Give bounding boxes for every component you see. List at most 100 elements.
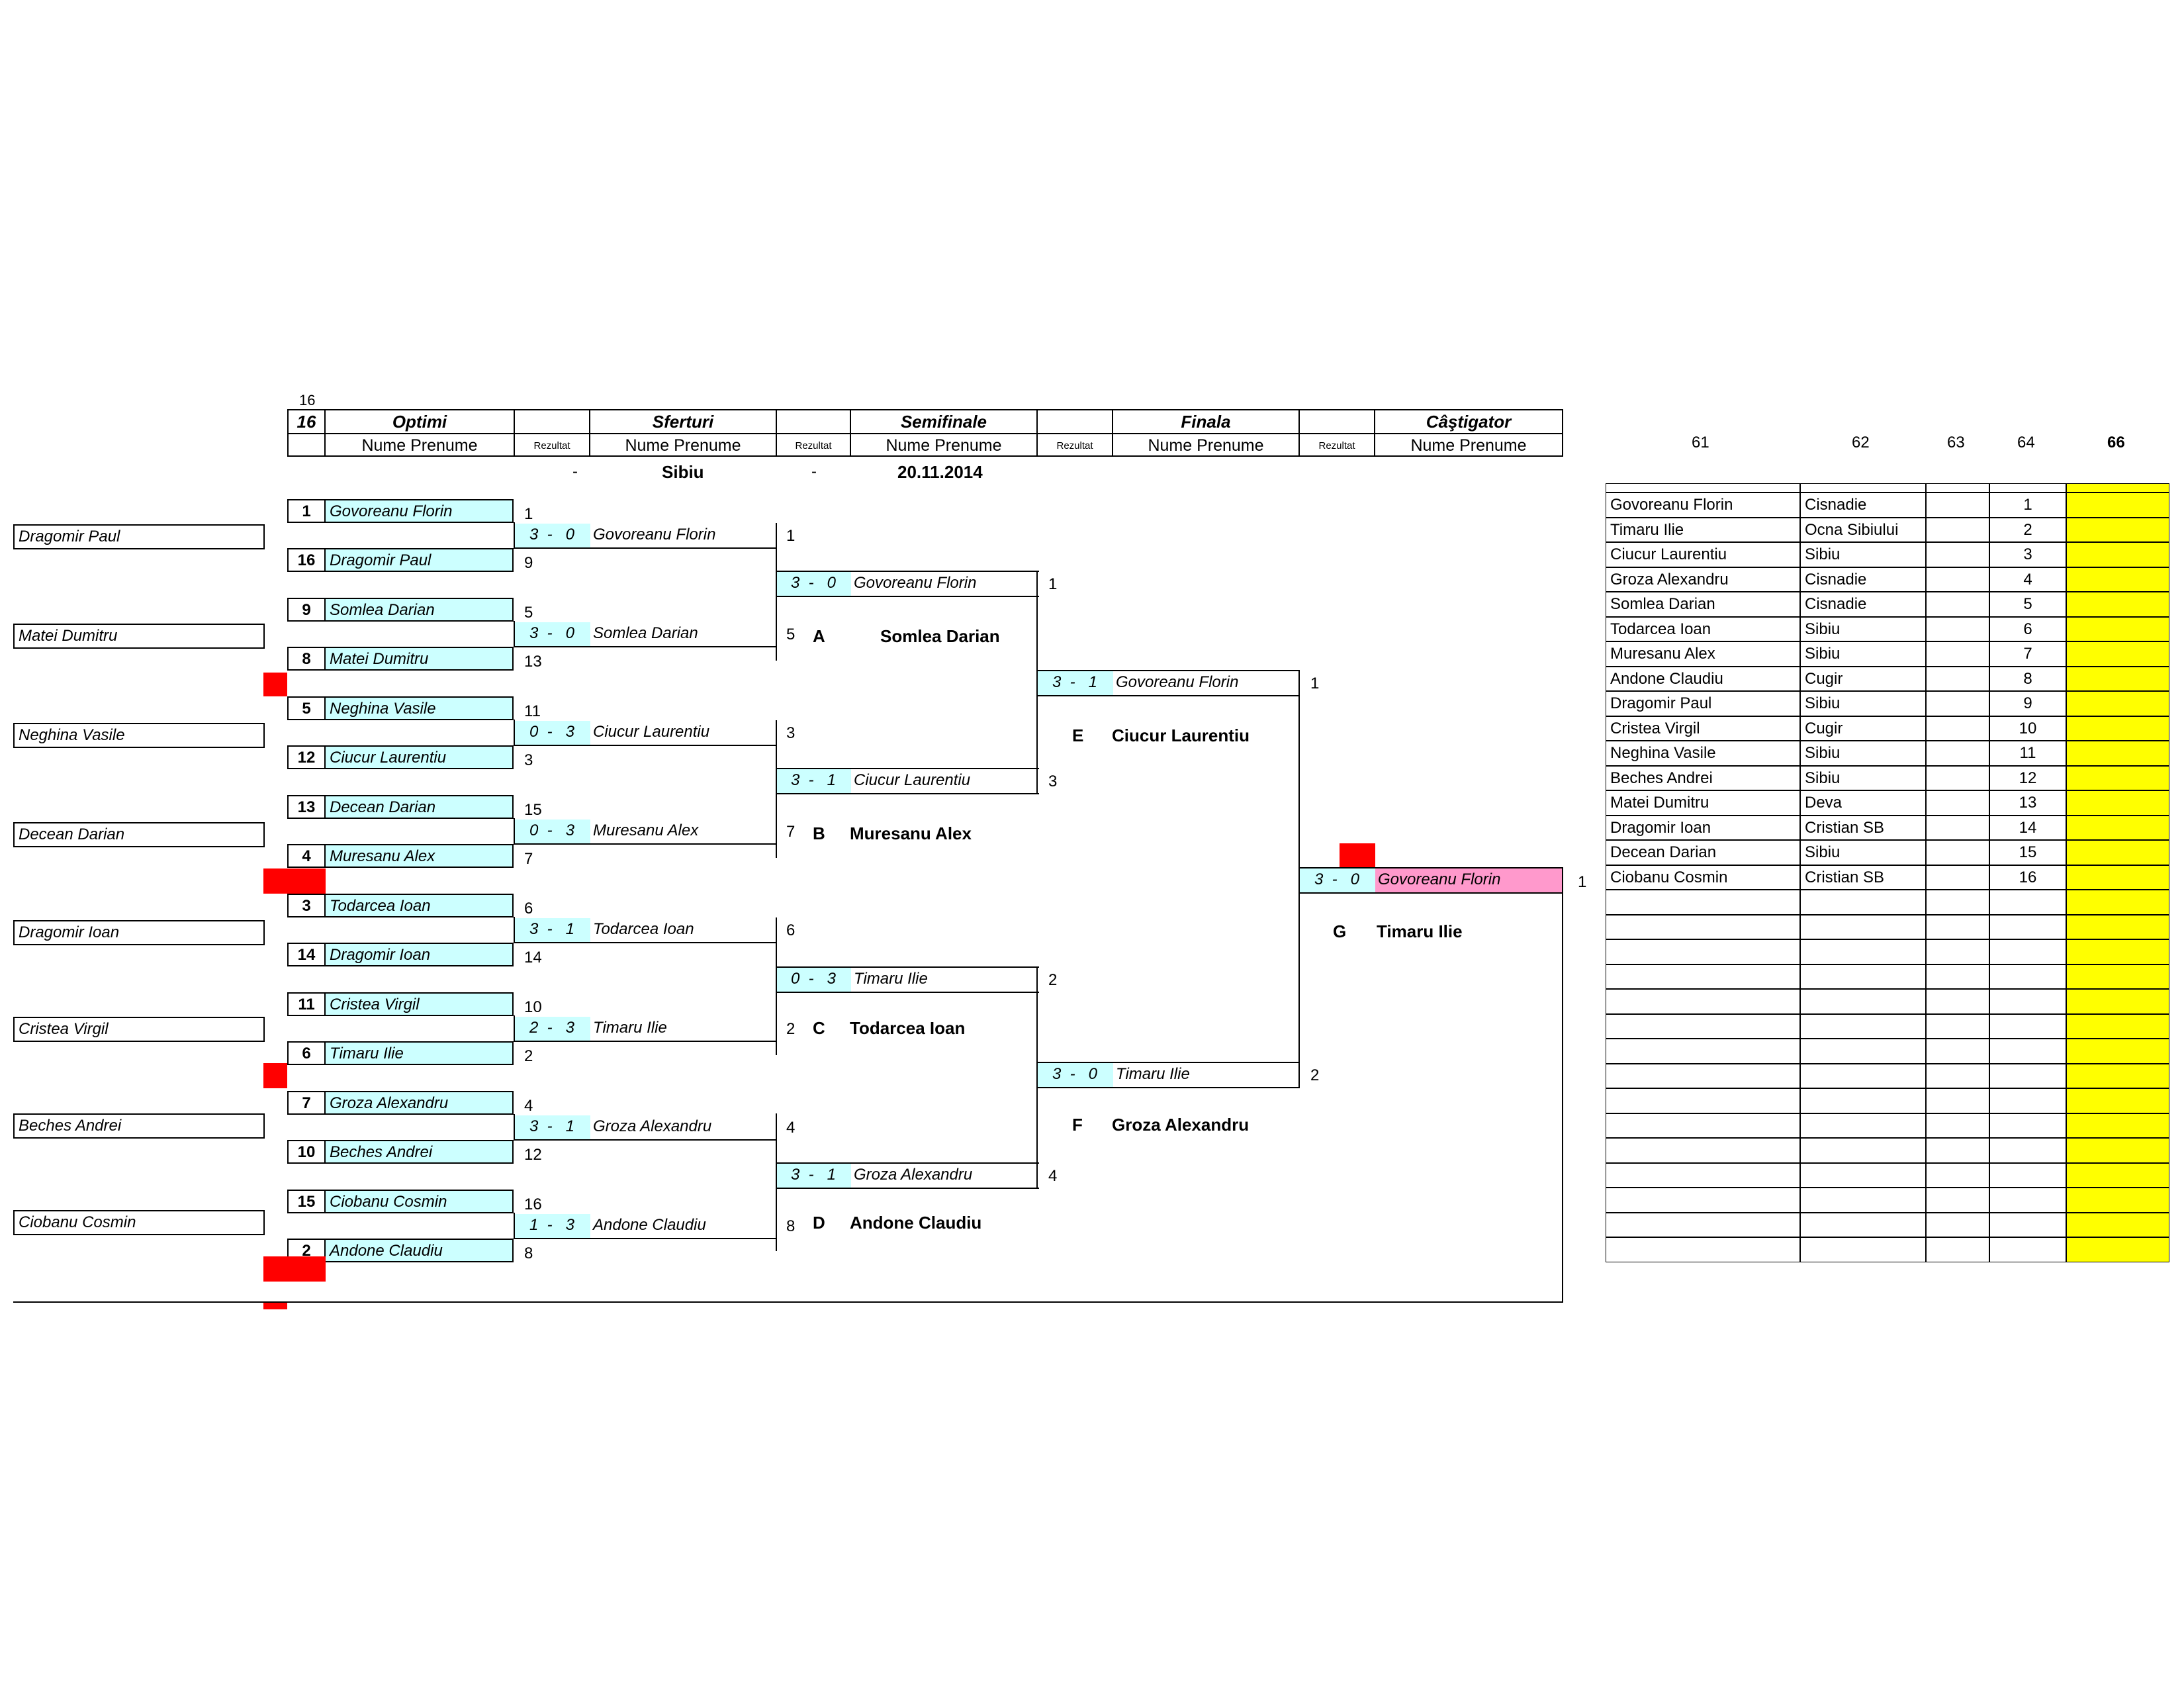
header-name-label: Nume Prenume	[1112, 433, 1300, 457]
round2-winner[interactable]: Ciucur Laurentiu	[593, 723, 710, 741]
red-marker	[1340, 843, 1375, 867]
roster-name: Muresanu Alex	[1606, 641, 1800, 667]
bracket-line	[776, 1188, 1039, 1189]
seed-number: 3	[287, 894, 326, 917]
roster-city	[1800, 989, 1926, 1014]
roster-blank	[1926, 914, 1989, 939]
header-round-semifinale: Semifinale	[850, 409, 1038, 434]
roster-city	[1800, 1088, 1926, 1113]
round1-player[interactable]: Groza Alexandru	[324, 1091, 514, 1115]
seed-number: 1	[287, 499, 326, 523]
roster-city	[1800, 939, 1926, 964]
round1-player[interactable]: Ciucur Laurentiu	[324, 745, 514, 769]
round1-player[interactable]: Timaru Ilie	[324, 1041, 514, 1065]
header-result-slot	[514, 409, 590, 434]
roster-number	[1989, 1138, 2066, 1163]
eliminated-letter: C	[813, 1018, 825, 1038]
roster-blank	[1926, 1188, 1989, 1213]
round1-number: 10	[524, 998, 542, 1016]
roster-blank	[1926, 1162, 1989, 1188]
round1-number: 14	[524, 949, 542, 966]
roster-number	[1989, 1013, 2066, 1039]
seed-number: 7	[287, 1091, 326, 1115]
round1-player[interactable]: Dragomir Ioan	[324, 943, 514, 966]
round1-number: 5	[524, 604, 533, 622]
roster-city: Cristian SB	[1800, 815, 1926, 840]
round1-player[interactable]: Beches Andrei	[324, 1140, 514, 1164]
roster-number: 13	[1989, 790, 2066, 816]
round1-number: 4	[524, 1097, 533, 1115]
roster-number: 14	[1989, 815, 2066, 840]
round2-score: 3 - 1	[514, 918, 590, 942]
round2-number: 4	[786, 1119, 796, 1137]
roster-name: Timaru Ilie	[1606, 517, 1800, 542]
roster-highlight	[2066, 716, 2169, 741]
roster-city	[1800, 1063, 1926, 1088]
roster-highlight	[2066, 567, 2169, 592]
roster-blank	[1926, 691, 1989, 716]
roster-city	[1800, 1138, 1926, 1163]
round1-number: 6	[524, 900, 533, 917]
round2-winner[interactable]: Timaru Ilie	[593, 1019, 667, 1037]
round2-winner[interactable]: Andone Claudiu	[593, 1216, 706, 1234]
bracket-line	[776, 992, 1039, 993]
header-round-finala: Finala	[1112, 409, 1300, 434]
round1-player[interactable]: Decean Darian	[324, 795, 514, 819]
round2-winner[interactable]: Govoreanu Florin	[593, 526, 716, 543]
red-marker	[263, 673, 287, 696]
seed-number: 6	[287, 1041, 326, 1065]
roster-number: 12	[1989, 765, 2066, 790]
bracket-line	[514, 720, 515, 746]
roster-highlight	[2066, 666, 2169, 691]
round3-number: 1	[1048, 575, 1058, 593]
bracket-line	[514, 745, 777, 746]
roster-name: Andone Claudiu	[1606, 666, 1800, 691]
round4-winner[interactable]: Timaru Ilie	[1116, 1065, 1190, 1083]
round2-winner[interactable]: Somlea Darian	[593, 624, 698, 642]
final-number: 1	[1578, 873, 1587, 891]
roster-blank	[1926, 815, 1989, 840]
roster-name	[1606, 890, 1800, 915]
round1-player[interactable]: Ciobanu Cosmin	[324, 1190, 514, 1213]
round1-player[interactable]: Matei Dumitru	[324, 647, 514, 671]
roster-city	[1800, 1162, 1926, 1188]
round1-player[interactable]: Cristea Virgil	[324, 992, 514, 1016]
eliminated-name: Todarcea Ioan	[850, 1018, 966, 1038]
round1-number: 8	[524, 1244, 533, 1262]
round3-winner[interactable]: Groza Alexandru	[854, 1166, 973, 1184]
round2-score: 3 - 0	[514, 622, 590, 646]
round4-winner[interactable]: Govoreanu Florin	[1116, 673, 1239, 691]
round3-winner[interactable]: Ciucur Laurentiu	[854, 771, 971, 789]
round2-winner[interactable]: Groza Alexandru	[593, 1117, 712, 1135]
roster-number: 3	[1989, 542, 2066, 567]
bracket-line	[1562, 867, 1563, 894]
round1-player[interactable]: Todarcea Ioan	[324, 894, 514, 917]
round1-player[interactable]: Dragomir Paul	[324, 548, 514, 572]
eliminated-letter: B	[813, 823, 825, 843]
bracket-line	[1036, 1062, 1300, 1063]
round2-score: 0 - 3	[514, 721, 590, 745]
champion-name[interactable]: Govoreanu Florin	[1375, 868, 1562, 892]
round1-player[interactable]: Govoreanu Florin	[324, 499, 514, 523]
round3-winner[interactable]: Govoreanu Florin	[854, 574, 977, 592]
roster-city: Sibiu	[1800, 840, 1926, 865]
round1-number: 2	[524, 1047, 533, 1065]
round1-player[interactable]: Muresanu Alex	[324, 844, 514, 868]
roster-number: 8	[1989, 666, 2066, 691]
round3-winner[interactable]: Timaru Ilie	[854, 970, 928, 988]
round1-player[interactable]: Neghina Vasile	[324, 696, 514, 720]
roster-blank	[1926, 616, 1989, 641]
bracket-line	[1036, 695, 1300, 696]
roster-city: Cugir	[1800, 716, 1926, 741]
round1-player[interactable]: Somlea Darian	[324, 598, 514, 622]
roster-city: Sibiu	[1800, 741, 1926, 766]
roster-blank	[1926, 765, 1989, 790]
round1-player[interactable]: Andone Claudiu	[324, 1239, 514, 1262]
red-marker	[263, 1256, 326, 1282]
bracket-line	[514, 1041, 777, 1042]
round2-winner[interactable]: Todarcea Ioan	[593, 920, 694, 938]
roster-name: Matei Dumitru	[1606, 790, 1800, 816]
round2-winner[interactable]: Muresanu Alex	[593, 821, 699, 839]
bracket-line	[776, 966, 1039, 968]
roster-city: Sibiu	[1800, 542, 1926, 567]
